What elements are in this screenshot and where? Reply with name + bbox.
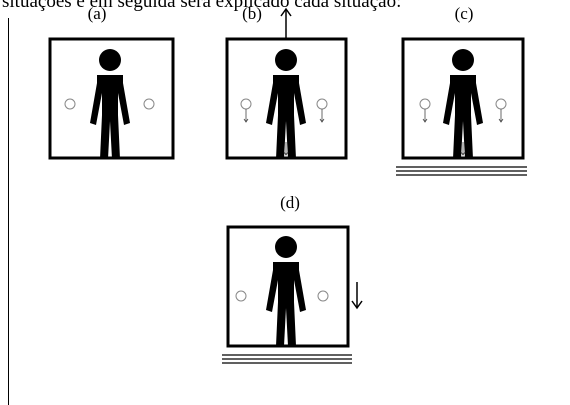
panel-a: (a) xyxy=(48,4,175,160)
page-left-border xyxy=(8,18,9,405)
hanging-ball-icon xyxy=(317,290,329,302)
panel-label-b: (b) xyxy=(242,4,262,23)
floor-lines-icon xyxy=(222,354,352,364)
panel-label-d: (d) xyxy=(280,193,300,212)
panel-label-c: (c) xyxy=(455,4,474,23)
header-text: situações e em seguida será explicado ca… xyxy=(2,0,402,12)
hanging-ball-icon xyxy=(316,98,328,123)
arrow-up-icon xyxy=(280,7,292,38)
hanging-ball-icon xyxy=(64,98,76,110)
panel-label-a: (a) xyxy=(88,4,107,23)
panel-c: (c) xyxy=(396,4,527,176)
hanging-ball-icon xyxy=(235,290,247,302)
hanging-ball-icon xyxy=(240,98,252,123)
hanging-ball-icon xyxy=(495,98,507,123)
panel-d: (d) xyxy=(222,193,363,364)
arrow-down-icon xyxy=(283,142,289,156)
floor-lines-icon xyxy=(396,166,527,176)
arrow-down-icon xyxy=(351,282,363,310)
panel-b: (b) xyxy=(225,4,348,160)
hanging-ball-icon xyxy=(419,98,431,123)
hanging-ball-icon xyxy=(143,98,155,110)
arrow-down-icon xyxy=(460,142,466,156)
